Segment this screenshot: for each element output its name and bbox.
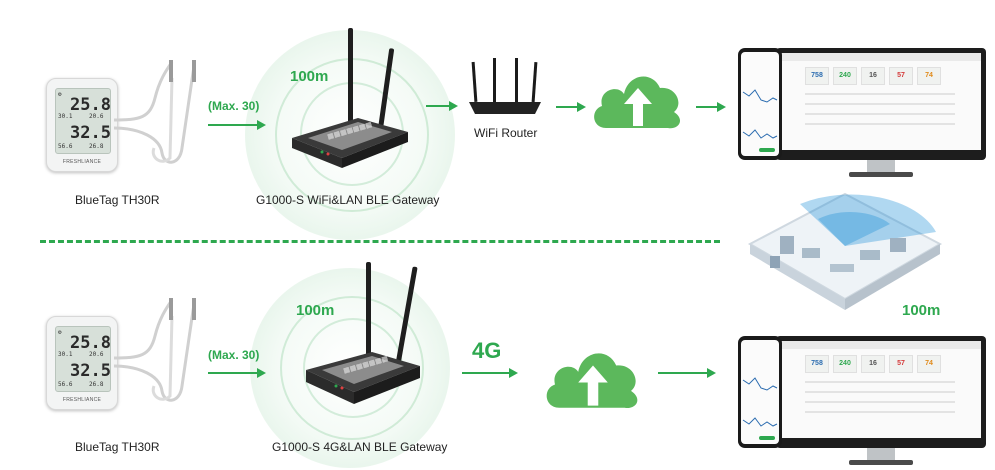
sensor-brand: FRESHLIANCE <box>62 397 102 403</box>
sensor-caption-top: BlueTag TH30R <box>75 193 160 207</box>
sensor-small-value: 30.1 <box>58 113 73 120</box>
sensor-reading-top: 25.8 <box>70 95 111 115</box>
dashboard-tile: 758 <box>805 355 829 373</box>
probe-cables-icon <box>113 298 196 402</box>
sensor-small-value: 56.6 <box>58 143 73 150</box>
sensor-device-top: ⚙ 25.8 30.1 20.6 32.5 56.6 26.8 FRESHLIA… <box>46 78 118 172</box>
sensor-small-value: 56.6 <box>58 381 73 388</box>
cloud-upload-icon <box>594 76 681 129</box>
sensor-small-value: 20.6 <box>89 113 104 120</box>
coverage-range-label: 100m <box>902 302 941 319</box>
sensor-range-label-top: (Max. 30) <box>208 99 260 113</box>
flow-arrow <box>208 120 266 130</box>
flow-arrow <box>462 368 518 378</box>
flow-arrow <box>208 368 266 378</box>
gateway-device-icon: ▦▦▦▦▦▦▦ <box>306 262 420 404</box>
sensor-small-value: 20.6 <box>89 351 104 358</box>
probe-cables-icon <box>113 60 196 164</box>
dashboard-tile: 74 <box>917 67 941 85</box>
dashboard-tile: 240 <box>833 67 857 85</box>
gateway-device-icon: ▦▦▦▦▦▦▦ <box>292 28 408 168</box>
cloud-upload-icon <box>546 353 638 409</box>
flow-arrow <box>658 368 716 378</box>
sensor-device-bottom: ⚙ 25.8 30.1 20.6 32.5 56.6 26.8 FRESHLIA… <box>46 316 118 410</box>
monitor-dashboard-bottom: 758 240 16 57 74 <box>776 336 986 465</box>
dashboard-tile: 240 <box>833 355 857 373</box>
sensor-reading-bottom: 32.5 <box>70 123 111 143</box>
sensor-small-value: 26.8 <box>89 381 104 388</box>
dashboard-tile: 758 <box>805 67 829 85</box>
network-label-4g: 4G <box>472 338 502 363</box>
dashboard-tile: 57 <box>889 355 913 373</box>
router-caption: WiFi Router <box>474 126 538 140</box>
sensor-screen: ⚙ 25.8 30.1 20.6 32.5 56.6 26.8 <box>55 326 111 392</box>
flow-arrow <box>426 101 458 111</box>
monitor-dashboard-top: 758 240 16 57 74 <box>776 48 986 177</box>
flow-arrow <box>556 102 586 112</box>
gateway-range-top: 100m <box>290 68 329 85</box>
dashboard-tile: 16 <box>861 355 885 373</box>
coverage-area-illustration <box>740 174 950 314</box>
flow-arrow <box>696 102 726 112</box>
sensor-reading-top: 25.8 <box>70 333 111 353</box>
sensor-brand: FRESHLIANCE <box>62 159 102 165</box>
phone-dashboard-bottom <box>738 336 782 448</box>
coverage-ring <box>280 296 424 440</box>
section-divider <box>40 240 720 243</box>
sensor-reading-bottom: 32.5 <box>70 361 111 381</box>
wifi-router-icon <box>469 58 541 114</box>
gateway-range-bottom: 100m <box>296 302 335 319</box>
sensor-range-label-bottom: (Max. 30) <box>208 348 260 362</box>
gateway-caption-bottom: G1000-S 4G&LAN BLE Gateway <box>272 440 448 454</box>
phone-dashboard-top <box>738 48 782 160</box>
sensor-screen: ⚙ 25.8 30.1 20.6 32.5 56.6 26.8 <box>55 88 111 154</box>
gateway-caption-top: G1000-S WiFi&LAN BLE Gateway <box>256 193 440 207</box>
dashboard-tile: 16 <box>861 67 885 85</box>
dashboard-tile: 57 <box>889 67 913 85</box>
sensor-small-value: 26.8 <box>89 143 104 150</box>
dashboard-tile: 74 <box>917 355 941 373</box>
sensor-caption-bottom: BlueTag TH30R <box>75 440 160 454</box>
sensor-small-value: 30.1 <box>58 351 73 358</box>
